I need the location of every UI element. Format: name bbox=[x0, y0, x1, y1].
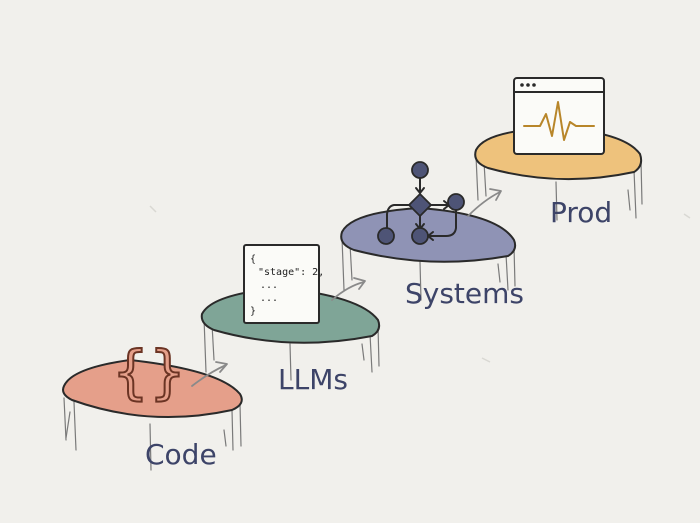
window-dot-icon bbox=[532, 83, 536, 87]
json-line-5: } bbox=[250, 306, 256, 317]
flowchart-icon bbox=[377, 161, 465, 245]
step-code: { } Code bbox=[62, 337, 243, 471]
step-label-prod: Prod bbox=[550, 196, 612, 229]
step-systems: Systems bbox=[340, 161, 524, 310]
curly-braces-icon: { } bbox=[112, 337, 186, 407]
svg-text:}: } bbox=[150, 338, 185, 406]
arrow-llms-to-systems bbox=[331, 277, 366, 301]
step-code-platform bbox=[62, 359, 243, 419]
arrow-code-to-llms bbox=[191, 361, 228, 387]
arrow-systems-to-prod bbox=[467, 188, 502, 217]
pulse-waveform bbox=[523, 101, 595, 141]
svg-text:{: { bbox=[113, 338, 148, 406]
json-line-3: ... bbox=[260, 280, 278, 291]
browser-waveform-icon bbox=[513, 77, 605, 155]
json-document-icon: { "stage": 2, ... ... } bbox=[243, 244, 324, 324]
window-dot-icon bbox=[520, 83, 524, 87]
step-prod: Prod bbox=[474, 77, 643, 229]
json-line-1: { bbox=[250, 254, 256, 265]
window-dot-icon bbox=[526, 83, 530, 87]
step-label-llms: LLMs bbox=[278, 363, 348, 396]
step-label-systems: Systems bbox=[405, 277, 524, 310]
json-line-2: "stage": 2, bbox=[258, 267, 324, 278]
paper-texture bbox=[149, 205, 691, 363]
step-llms: { "stage": 2, ... ... } LLMs bbox=[200, 244, 381, 396]
json-line-4: ... bbox=[260, 293, 278, 304]
step-label-code: Code bbox=[145, 438, 217, 471]
